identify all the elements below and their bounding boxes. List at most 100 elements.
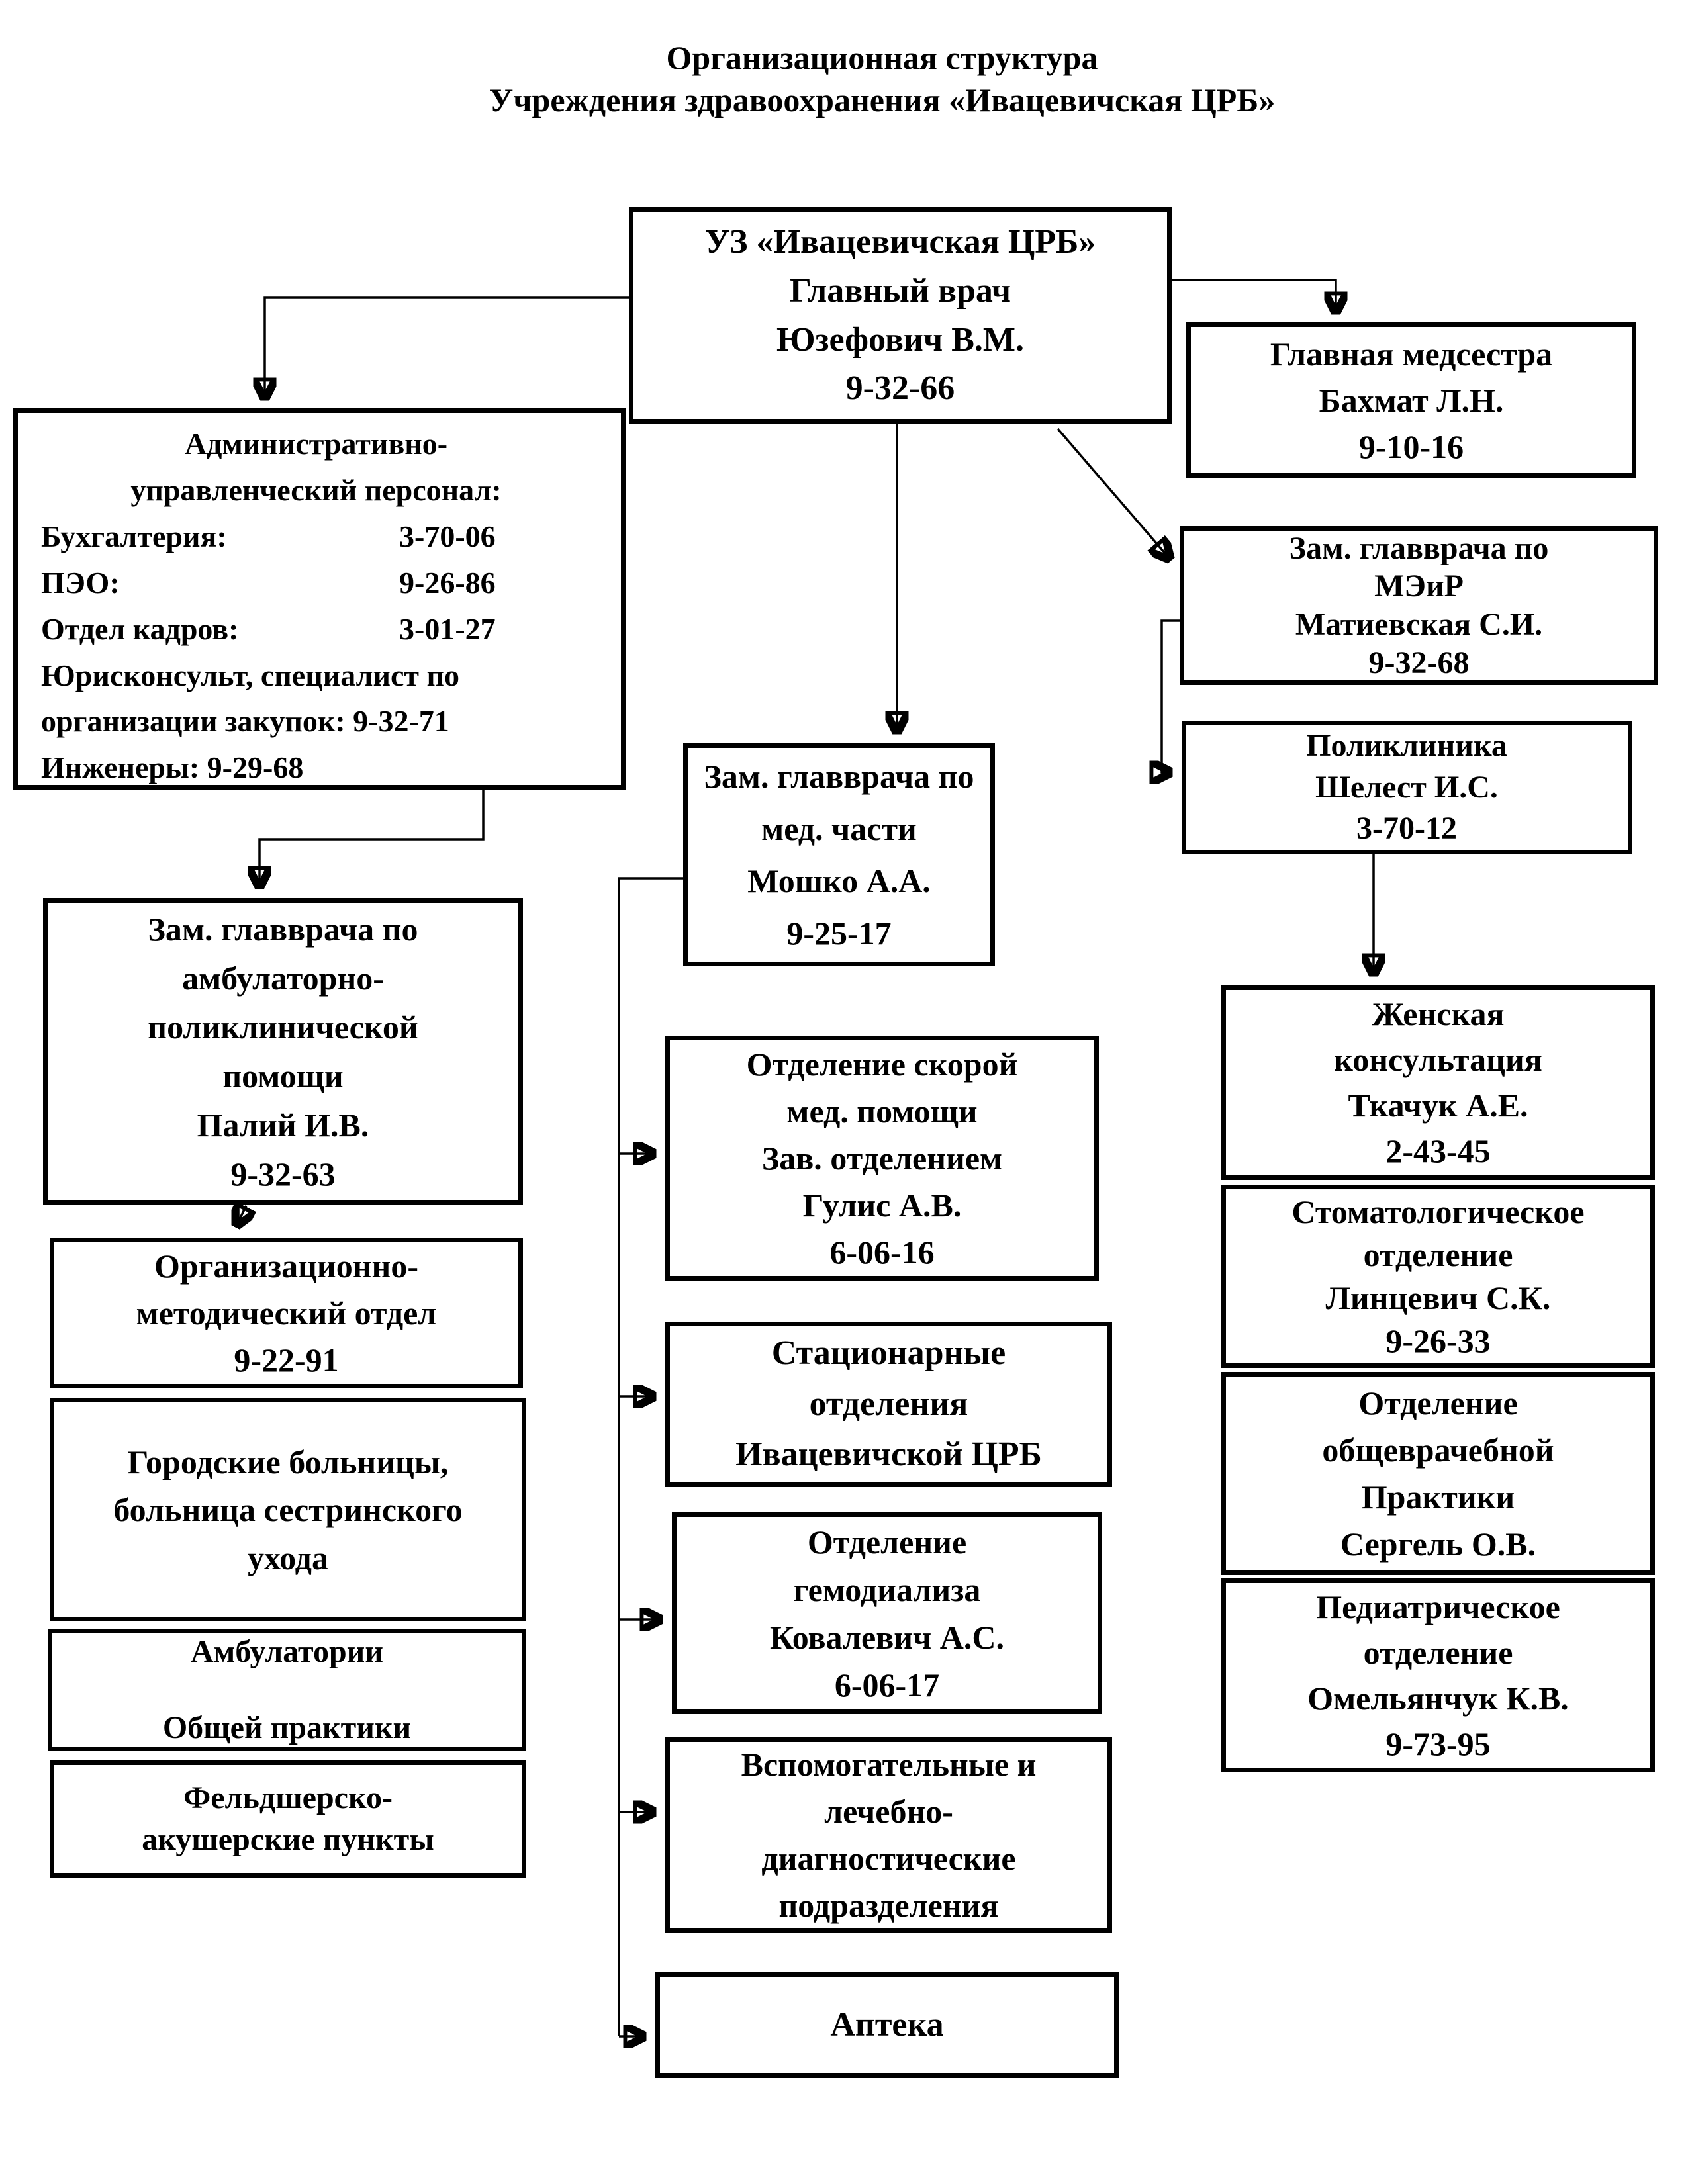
node-text-line: амбулаторно- (182, 959, 384, 997)
node-auxiliary-diagnostic-units: Вспомогательные и лечебно-диагностические… (665, 1737, 1112, 1933)
admin-text-line: организации закупок: 9-32-71 (41, 704, 449, 739)
node-text-line: Сергель О.В. (1340, 1525, 1536, 1563)
node-text-line: 6-06-16 (829, 1233, 935, 1271)
node-text-line: Главный врач (789, 271, 1011, 310)
admin-phone-label: Бухгалтерия: (41, 519, 227, 553)
node-text-line: 2-43-45 (1385, 1132, 1491, 1169)
node-text-line: МЭиР (1374, 569, 1464, 604)
connector-to-deputy-outpatient (259, 790, 485, 886)
node-admin-management-staff: Административно-управленческий персонал:… (13, 408, 626, 790)
node-deputy-outpatient: Зам. главврача по амбулаторно-поликлиниче… (43, 898, 523, 1205)
connector-uz-to-admin (265, 296, 629, 397)
node-text-line: Зам. главврача по (1289, 530, 1549, 566)
node-text-line: Матиевская С.И. (1295, 607, 1543, 642)
node-text-line: общеврачебной (1322, 1431, 1554, 1469)
node-org-method-dept: Организационно-методический отдел 9-22-91 (50, 1238, 523, 1388)
connector-uz-to-head-nurse (1172, 279, 1336, 311)
admin-phone-label: Отдел кадров: (41, 612, 239, 646)
node-text-line: отделение (1363, 1633, 1513, 1671)
node-text-line: мед. части (761, 809, 917, 847)
node-text-line: больница сестринского (113, 1491, 463, 1529)
node-text-line: 9-26-33 (1385, 1322, 1491, 1359)
node-text-line: Бахмат Л.Н. (1319, 381, 1504, 419)
node-text-line: Юзефович В.М. (776, 320, 1024, 359)
page-title-line2: Учреждения здравоохранения «Ивацевичская… (489, 81, 1276, 118)
admin-phone-value: 3-70-06 (399, 519, 496, 553)
node-text-line: Амбулатории (191, 1634, 383, 1670)
node-text-line: Зам. главврача по (704, 757, 974, 795)
node-text-line: Омельянчук К.В. (1307, 1679, 1569, 1717)
node-text-line: Практики (1361, 1478, 1515, 1516)
node-text-line: 9-32-63 (230, 1155, 336, 1193)
node-text-line: акушерские пункты (142, 1821, 434, 1857)
node-text-line: Городские больницы, (127, 1443, 449, 1480)
node-city-hospitals: Городские больницы, больница сестринского… (50, 1398, 526, 1621)
node-text-line: Отделение (1358, 1384, 1518, 1422)
node-text-line: методический отдел (136, 1294, 437, 1332)
node-text-line: подразделения (778, 1886, 999, 1924)
node-text-line: 9-73-95 (1385, 1725, 1491, 1762)
connector-uz-to-meir (1056, 428, 1169, 558)
node-text-line: отделение (1363, 1236, 1513, 1273)
node-text-line: Палий И.В. (197, 1106, 369, 1144)
admin-phone-value: 9-26-86 (399, 565, 496, 600)
node-text-line: 3-70-12 (1356, 811, 1457, 846)
node-text-line: УЗ «Ивацевичская ЦРБ» (704, 222, 1096, 261)
node-text-line: Организационно- (154, 1247, 418, 1285)
node-text-line: Отделение скорой (746, 1045, 1018, 1083)
node-text-line: Ковалевич А.С. (770, 1618, 1004, 1656)
node-text-line: диагностические (761, 1839, 1016, 1877)
node-text-line: Ткачук А.Е. (1348, 1087, 1528, 1124)
page-title-line1: Организационная структура (666, 39, 1098, 76)
node-text-line: 9-32-68 (1368, 645, 1470, 680)
node-text-line: Аптека (830, 2006, 944, 2044)
node-feldsher-midwife-stations: Фельдшерско-акушерские пункты (50, 1760, 526, 1878)
admin-phone-row: Отдел кадров:3-01-27 (41, 606, 591, 653)
node-text-line: 9-32-66 (845, 369, 955, 408)
node-text-line: Педиатрическое (1316, 1588, 1560, 1625)
admin-phone-label: ПЭО: (41, 565, 120, 600)
node-text-line: 9-10-16 (1358, 428, 1464, 465)
node-text-line: помощи (222, 1057, 344, 1095)
node-text-line: отделения (809, 1385, 968, 1423)
node-text-line: Зам. главврача по (148, 910, 418, 948)
node-text-line: 9-22-91 (234, 1341, 339, 1379)
admin-text-line: Юрисконсульт, специалист по (41, 658, 459, 692)
node-text-line: Гулис А.В. (802, 1186, 962, 1224)
node-text-line: 6-06-17 (834, 1666, 940, 1704)
node-text-line: Стационарные (771, 1334, 1006, 1372)
node-text-line: Ивацевичской ЦРБ (735, 1435, 1042, 1474)
connector-paliy-to-omo (237, 1206, 246, 1224)
admin-text-line: управленческий персонал: (130, 473, 502, 507)
admin-text-line: Административно- (184, 427, 448, 461)
node-text-line: Вспомогательные и (741, 1745, 1037, 1783)
node-text-line: поликлинической (148, 1008, 418, 1046)
admin-phone-row: ПЭО: 9-26-86 (41, 560, 591, 606)
admin-phone-row: Бухгалтерия: 3-70-06 (41, 514, 591, 560)
node-text-line: мед. помощи (786, 1092, 978, 1130)
node-text-line: 9-25-17 (786, 914, 892, 952)
node-text-line: лечебно- (824, 1792, 953, 1830)
admin-text-line: Инженеры: 9-29-68 (41, 751, 304, 785)
node-text-line: Шелест И.С. (1315, 769, 1498, 805)
node-gp-ambulatories: Амбулатории Общей практики (48, 1629, 526, 1751)
node-text-line: Мошко А.А. (747, 862, 931, 899)
node-text-line: Линцевич С.К. (1325, 1279, 1551, 1316)
node-text-line: Отделение (807, 1523, 967, 1561)
node-text-line: Общей практики (162, 1710, 412, 1746)
node-pharmacy: Аптека (655, 1972, 1119, 2078)
connector-meir-to-polyclinic (1162, 619, 1180, 772)
node-text-line (283, 1671, 291, 1709)
node-text-line: Женская (1372, 995, 1505, 1032)
